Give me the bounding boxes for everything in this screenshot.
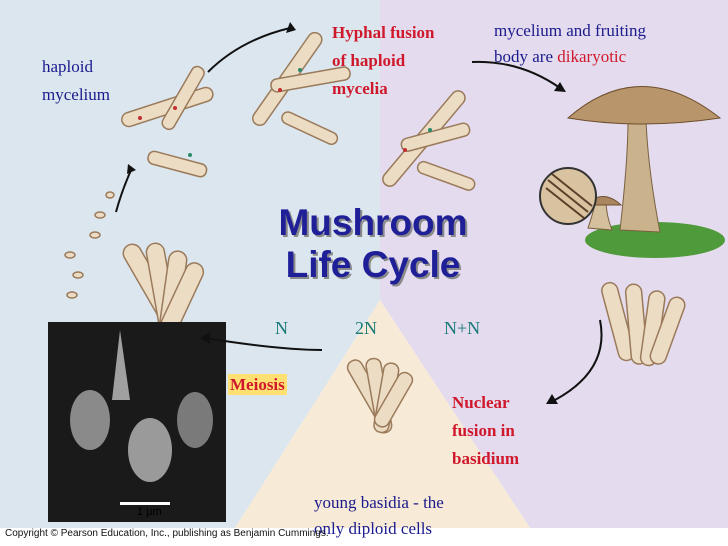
young-basidia-cluster	[346, 357, 414, 434]
arrowheads	[127, 22, 566, 404]
diagram-title: Mushroom Life Cycle	[246, 202, 500, 286]
hyphal-fusion-drawing	[251, 31, 351, 146]
title-line2: Life Cycle	[285, 244, 461, 285]
dikaryotic-label-line1: mycelium and fruiting	[494, 21, 647, 40]
young-basidia-label-line2: only diploid cells	[314, 519, 433, 538]
hyphal-fusion-label-line1: Hyphal fusion	[332, 23, 435, 42]
hyphal-fusion-label-line2: of haploid	[332, 51, 406, 70]
electron-micrograph	[48, 322, 226, 522]
ploidy-n: N	[275, 318, 288, 338]
scale-bar-label: 1 µm	[137, 506, 162, 518]
dikaryotic-label-prefix: body are	[494, 47, 558, 66]
title-line1: Mushroom	[278, 202, 468, 243]
mushroom-fruiting-body	[566, 86, 725, 258]
gill-closeup	[539, 167, 597, 225]
meiosis-label: Meiosis	[228, 374, 287, 395]
dikaryotic-label-line2: body are dikaryotic	[494, 46, 626, 67]
haploid-mycelium-label-line2: mycelium	[42, 85, 110, 104]
haploid-mycelium-drawing	[121, 65, 214, 178]
haploid-mycelium-label-line1: haploid	[42, 57, 93, 76]
dikaryotic-basidia-cluster	[601, 281, 686, 367]
ploidy-n-plus-n: N+N	[444, 318, 481, 338]
nuclear-fusion-label-line2: fusion in	[452, 421, 515, 440]
nuclear-fusion-label-line3: basidium	[452, 449, 520, 468]
hyphal-fusion-label-line3: mycelia	[332, 79, 388, 98]
dikaryotic-mycelium-drawing	[382, 90, 476, 191]
young-basidia-label-line1: young basidia - the	[314, 493, 444, 512]
ploidy-2n: 2N	[355, 318, 377, 338]
spore-bearing-basidia	[64, 191, 205, 342]
dikaryotic-label-keyword: dikaryotic	[557, 47, 627, 66]
copyright-notice: Copyright © Pearson Education, Inc., pub…	[5, 528, 329, 539]
nuclear-fusion-label-line1: Nuclear	[452, 393, 510, 412]
